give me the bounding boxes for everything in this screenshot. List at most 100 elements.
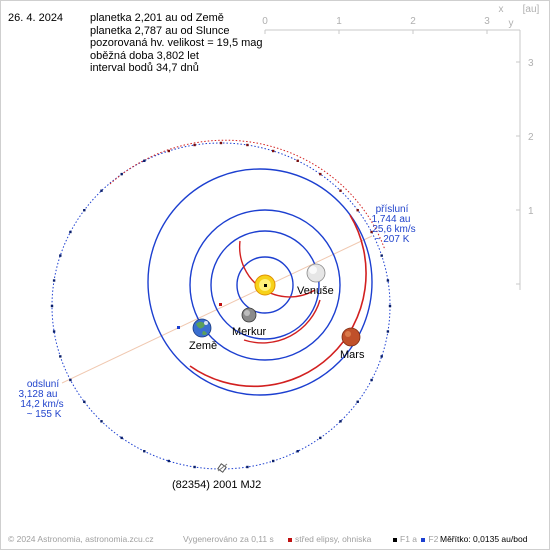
legend-and: a	[412, 534, 418, 544]
info-line-magnitude: pozorovaná hv. velikost = 19,5 mag	[90, 37, 263, 49]
legend-f2-label: F2	[428, 534, 439, 544]
earth-orbit-highlight-2	[243, 299, 321, 344]
aphelion-annotation: odsluní 3,128 au 14,2 km/s ~ 155 K	[19, 379, 64, 420]
generated-time: Vygenerováno za 0,11 s	[183, 534, 274, 544]
asteroid-marker-line	[217, 463, 228, 472]
asteroid-position-point	[59, 355, 62, 358]
earth-orbit	[189, 209, 341, 361]
legend-center-label: střed elipsy, ohniska	[295, 534, 372, 544]
asteroid-position-point	[380, 355, 383, 358]
perihelion-title: přísluní	[376, 204, 409, 215]
aphelion-title: odsluní	[27, 379, 59, 390]
asteroid-position-point	[193, 143, 196, 147]
asteroid-position-point	[386, 330, 390, 333]
scale-label: Měřítko: 0,0135 au/bod	[440, 534, 528, 544]
x-tick-label-1: 1	[336, 16, 342, 27]
aphelion-speed: 14,2 km/s	[20, 399, 63, 410]
asteroid-position-point	[59, 254, 62, 257]
asteroid-position-point	[83, 400, 86, 403]
y-tick-label-1: 1	[528, 206, 534, 217]
asteroid-position-point	[100, 189, 103, 192]
legend-center-dot	[288, 537, 292, 542]
sun	[254, 274, 276, 296]
asteroid-position-point	[143, 159, 146, 162]
asteroid-position-point	[120, 436, 123, 440]
asteroid-position-point	[167, 149, 170, 153]
venus	[306, 263, 326, 283]
mars-disc	[341, 327, 361, 347]
info-line-sun-distance: planetka 2,787 au od Slunce	[90, 24, 230, 37]
info-line-period: oběžná doba 3,802 let	[90, 49, 199, 62]
earth-label: Země	[189, 340, 217, 352]
asteroid-position-point	[69, 230, 72, 234]
info-line-interval: interval bodů 34,7 dnů	[90, 62, 199, 74]
asteroid-position-point	[370, 230, 373, 234]
perihelion-temp: ~ 207 K	[375, 234, 410, 245]
asteroid-position-point	[246, 143, 249, 147]
asteroid-position-point	[52, 330, 56, 333]
asteroid-position-point	[246, 465, 249, 469]
asteroid-orbit-points	[50, 141, 392, 471]
x-ticks	[264, 30, 488, 34]
perihelion-distance: 1,744 au	[372, 214, 411, 225]
mercury-highlight	[244, 310, 250, 316]
asteroid-position-point	[296, 159, 299, 162]
perihelion-speed: 25,6 km/s	[372, 224, 415, 235]
earth-land	[196, 321, 207, 335]
venus-label: Venuše	[297, 285, 334, 297]
legend-center: střed elipsy, ohniska	[288, 534, 371, 544]
mars-orbit-highlight	[189, 214, 367, 388]
asteroid-position-point	[100, 420, 103, 423]
asteroid-position-point	[143, 450, 146, 453]
asteroid-position-point	[356, 400, 359, 403]
unit-label: [au]	[523, 4, 540, 15]
asteroid-position-point	[386, 279, 390, 282]
asteroid-position-point	[370, 378, 373, 382]
ellipse-center-marker	[219, 303, 222, 306]
x-axis-label: x	[499, 4, 504, 15]
legend-f1-label: F1	[400, 534, 410, 544]
copyright-link[interactable]: © 2024 Astronomia, astronomia.zcu.cz	[8, 534, 154, 544]
earth	[192, 318, 212, 338]
asteroid-position-point	[219, 141, 223, 145]
asteroid-position-point	[167, 459, 170, 463]
y-ticks	[516, 61, 520, 285]
mars-label: Mars	[340, 349, 365, 361]
asteroid-orbit-red	[109, 139, 386, 251]
aphelion-distance: 3,128 au	[19, 389, 58, 400]
axes: 0 1 2 3 x [au] y 1 2 3	[262, 4, 540, 290]
y-tick-label-2: 2	[528, 132, 534, 143]
sun-focus-marker	[264, 284, 267, 287]
mars	[341, 327, 361, 347]
mars-orbit	[147, 168, 373, 396]
legend-foci: F1 a F2	[393, 534, 438, 544]
legend-f1-dot	[393, 537, 397, 542]
asteroid-position-point	[52, 279, 56, 282]
asteroid	[217, 463, 228, 473]
info-line-earth-distance: planetka 2,201 au od Země	[90, 12, 224, 24]
asteroid-position-point	[83, 209, 86, 212]
x-tick-label-0: 0	[262, 16, 268, 27]
asteroid-position-point	[69, 378, 72, 382]
mercury	[241, 307, 257, 323]
asteroid-position-point	[339, 420, 342, 423]
venus-disc	[306, 263, 326, 283]
asteroid-position-point	[120, 172, 123, 176]
aphelion-temp: ~ 155 K	[27, 409, 62, 420]
asteroid-position-point	[380, 254, 383, 257]
perihelion-annotation: přísluní 1,744 au 25,6 km/s ~ 207 K	[372, 204, 416, 245]
asteroid-position-point	[193, 465, 196, 469]
focus-f2-marker	[177, 326, 180, 329]
asteroid-position-point	[272, 459, 275, 463]
asteroid-position-point	[388, 304, 392, 308]
asteroid-position-point	[50, 304, 54, 308]
asteroid-label: (82354) 2001 MJ2	[172, 479, 261, 491]
asteroid-position-point	[339, 189, 342, 192]
info-panel: planetka 2,201 au od Země planetka 2,787…	[90, 12, 263, 75]
mercury-orbit	[236, 256, 294, 314]
asteroid-position-point	[296, 450, 299, 453]
mercury-label: Merkur	[232, 326, 267, 338]
y-axis-label: y	[509, 18, 514, 29]
x-tick-label-3: 3	[484, 16, 490, 27]
